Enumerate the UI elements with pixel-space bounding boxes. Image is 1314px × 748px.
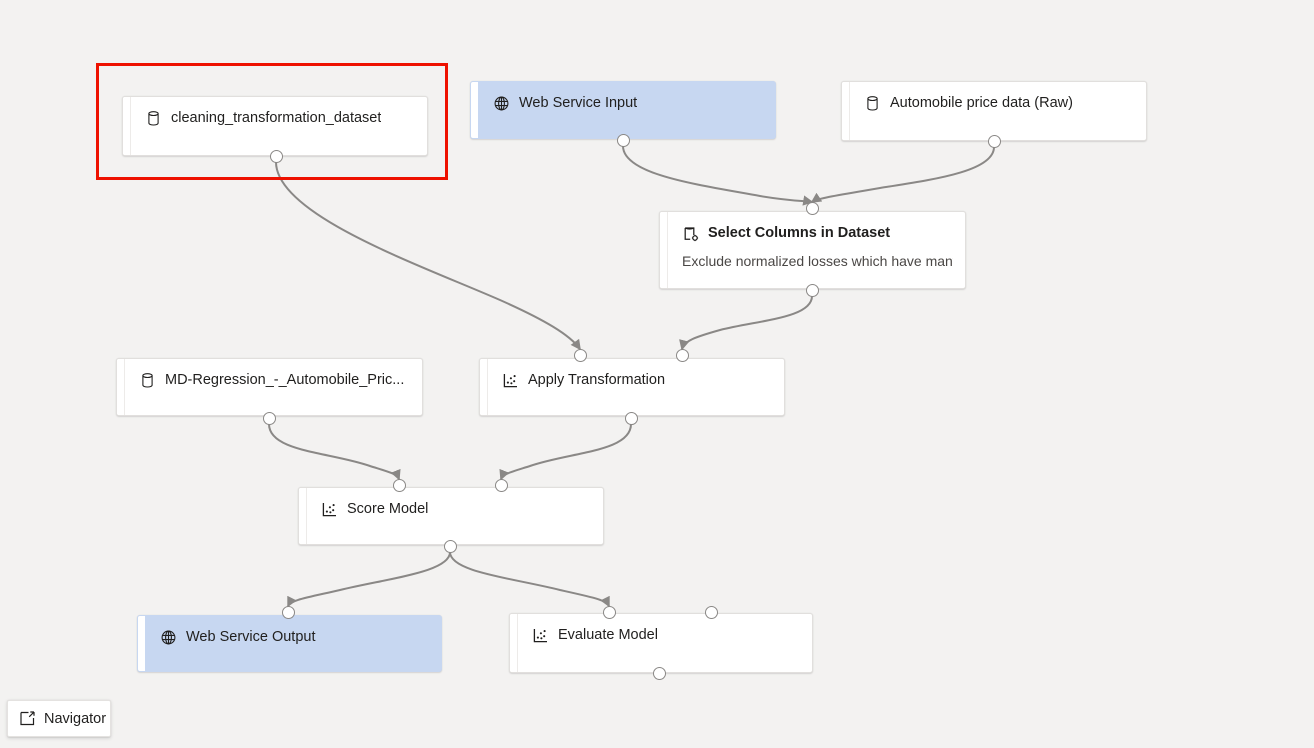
node-subtitle: Exclude normalized losses which have man…: [682, 253, 953, 269]
port-p-score-in1[interactable]: [392, 478, 406, 492]
edge-cleaning_transformation_dataset-to-apply_transformation: [275, 161, 581, 351]
edge-apply_transformation-to-score_model: [499, 423, 632, 481]
node-title: MD-Regression_-_Automobile_Pric...: [165, 372, 405, 388]
node-cleaning_transformation_dataset[interactable]: cleaning_transformation_dataset: [122, 96, 428, 156]
node-header: Evaluate Model: [532, 627, 800, 644]
node-automobile_price_data_raw[interactable]: Automobile price data (Raw): [841, 81, 1147, 141]
node-rail: [842, 82, 850, 140]
node-rail: [471, 82, 478, 138]
node-md_regression_automobile_price[interactable]: MD-Regression_-_Automobile_Pric...: [116, 358, 423, 416]
selection-frame: [96, 63, 448, 180]
port-p-select-in[interactable]: [805, 201, 819, 215]
node-apply_transformation[interactable]: Apply Transformation: [479, 358, 785, 416]
node-rail: [123, 97, 131, 155]
port-p-apply-out[interactable]: [624, 411, 638, 425]
database-icon: [145, 110, 162, 127]
globe-icon: [493, 95, 510, 112]
node-score_model[interactable]: Score Model: [298, 487, 604, 545]
port-p-score-in2[interactable]: [494, 478, 508, 492]
node-rail: [299, 488, 307, 544]
node-title: Web Service Input: [519, 95, 638, 111]
node-header: Automobile price data (Raw): [864, 95, 1134, 112]
node-body: Automobile price data (Raw): [850, 82, 1146, 140]
node-header: Web Service Output: [160, 629, 429, 646]
scatter-plot-icon: [532, 627, 549, 644]
port-p-apply-in2[interactable]: [675, 348, 689, 362]
node-header: Score Model: [321, 501, 591, 518]
globe-icon: [160, 629, 177, 646]
horizontal-scrollbar-track[interactable]: [0, 739, 1314, 748]
node-web_service_input[interactable]: Web Service Input: [470, 81, 776, 139]
node-rail: [660, 212, 668, 288]
node-rail: [138, 616, 145, 671]
node-title: Evaluate Model: [558, 627, 658, 643]
node-evaluate_model[interactable]: Evaluate Model: [509, 613, 813, 673]
node-web_service_output[interactable]: Web Service Output: [137, 615, 442, 672]
edge-select_columns_in_dataset-to-apply_transformation: [679, 295, 813, 351]
database-gear-icon: [682, 225, 699, 242]
port-p-eval-out[interactable]: [652, 666, 666, 680]
navigator-button[interactable]: Navigator: [7, 700, 111, 737]
node-rail: [510, 614, 518, 672]
expand-icon: [19, 710, 36, 727]
port-p-eval-in1[interactable]: [602, 605, 616, 619]
edge-web_service_input-to-select_columns_in_dataset: [622, 145, 814, 206]
edge-md_regression_automobile_price-to-score_model: [268, 423, 401, 481]
scatter-plot-icon: [502, 372, 519, 389]
port-p-eval-in2[interactable]: [704, 605, 718, 619]
node-body: Score Model: [307, 488, 603, 544]
port-p-auto-out[interactable]: [987, 134, 1001, 148]
database-icon: [139, 372, 156, 389]
node-header: Web Service Input: [493, 95, 763, 112]
node-body: MD-Regression_-_Automobile_Pric...: [125, 359, 422, 415]
node-header: MD-Regression_-_Automobile_Pric...: [139, 372, 410, 389]
edge-automobile_price_data_raw-to-select_columns_in_dataset: [810, 146, 995, 203]
node-header: cleaning_transformation_dataset: [145, 110, 415, 127]
navigator-label: Navigator: [44, 710, 107, 727]
node-title: Select Columns in Dataset: [708, 225, 891, 241]
node-title: Apply Transformation: [528, 372, 666, 388]
port-p-apply-in1[interactable]: [573, 348, 587, 362]
port-p-md-out[interactable]: [262, 411, 276, 425]
scatter-plot-icon: [321, 501, 338, 518]
node-body: cleaning_transformation_dataset: [131, 97, 427, 155]
node-body: Web Service Input: [479, 82, 775, 138]
edge-score_model-to-web_service_output: [287, 551, 451, 608]
node-rail: [117, 359, 125, 415]
port-p-select-out[interactable]: [805, 283, 819, 297]
node-rail: [480, 359, 488, 415]
node-header: Apply Transformation: [502, 372, 772, 389]
node-header: Select Columns in Dataset: [682, 225, 953, 242]
node-body: Web Service Output: [146, 616, 441, 671]
edge-score_model-to-evaluate_model: [449, 551, 610, 608]
node-title: Web Service Output: [186, 629, 316, 645]
node-title: Automobile price data (Raw): [890, 95, 1073, 111]
node-body: Apply Transformation: [488, 359, 784, 415]
port-p-score-out[interactable]: [443, 539, 457, 553]
database-icon: [864, 95, 881, 112]
port-p-wsin-out[interactable]: [616, 133, 630, 147]
port-p-wsout-in[interactable]: [281, 605, 295, 619]
node-title: Score Model: [347, 501, 429, 517]
node-body: Evaluate Model: [518, 614, 812, 672]
